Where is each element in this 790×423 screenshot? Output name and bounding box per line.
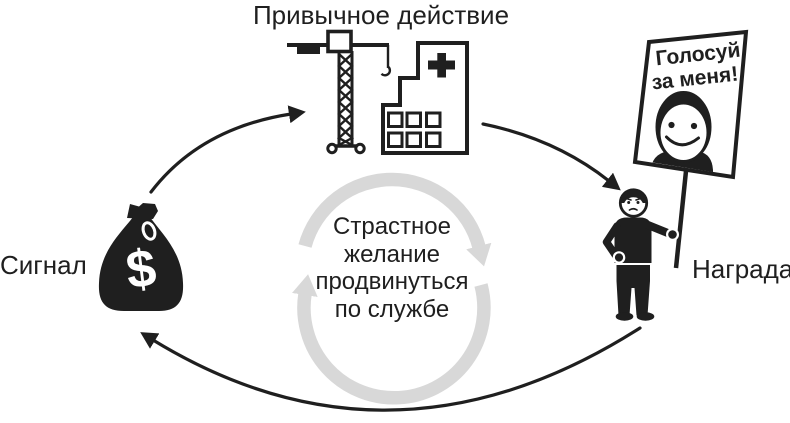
building-icon	[381, 41, 469, 155]
craving-line: желание	[344, 240, 440, 268]
craving-line: по службе	[334, 295, 450, 323]
cue-label: Сигнал	[0, 250, 87, 280]
money-bag-icon: $	[98, 203, 184, 311]
craving-text: Страстное желание продвинуться по службе	[292, 213, 492, 323]
arrow-routine-to-reward	[481, 122, 621, 191]
crane-icon	[287, 29, 392, 155]
craving-line: продвинуться	[315, 268, 469, 295]
sign-pole	[673, 170, 689, 269]
routine-label: Привычное действие	[252, 0, 510, 30]
reward-label: Награда	[692, 254, 790, 284]
protester-icon	[602, 188, 679, 321]
cross-icon	[428, 53, 455, 78]
arrow-reward-to-cue	[140, 326, 642, 412]
craving-loop-icon	[291, 172, 492, 405]
craving-line: Страстное	[333, 213, 451, 240]
vote-sign	[632, 29, 749, 180]
dollar-sign: $	[123, 238, 159, 300]
arrow-cue-to-routine	[149, 105, 306, 194]
